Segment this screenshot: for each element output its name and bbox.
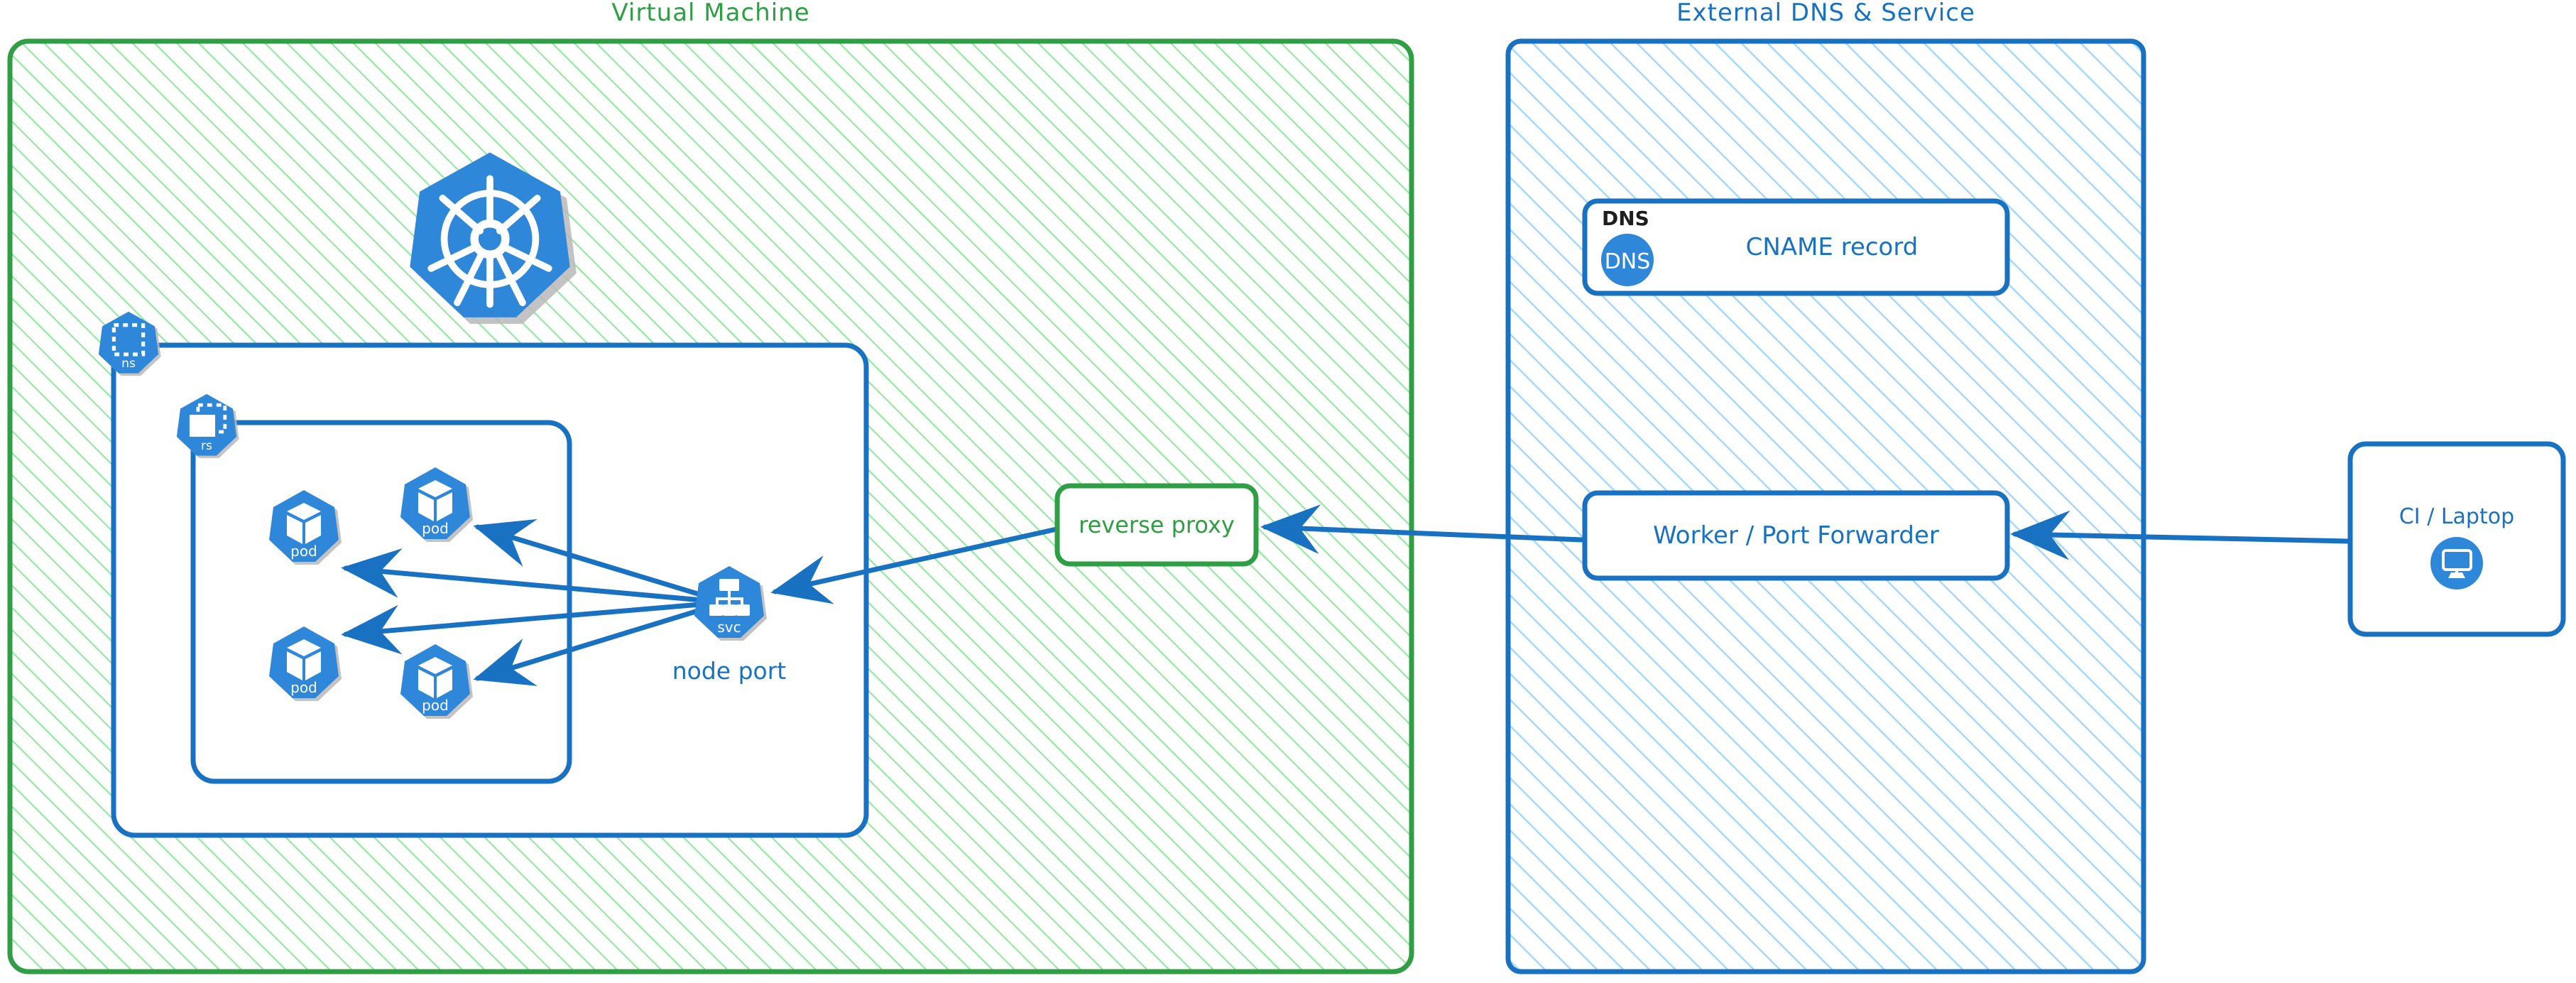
dns-record-box[interactable] bbox=[1582, 198, 2010, 296]
dns-record-node[interactable]: DNS bbox=[1582, 198, 2010, 296]
edge-reverse-proxy-to-service bbox=[770, 526, 1059, 604]
edge-line-proxy-service bbox=[770, 526, 1059, 604]
kubernetes-logo-hexagon bbox=[410, 152, 570, 317]
reverse-proxy-node[interactable] bbox=[1054, 483, 1259, 567]
kubernetes-pod-icon bbox=[287, 639, 321, 680]
desktop-monitor-glyph bbox=[2442, 549, 2472, 578]
edge-client-to-worker bbox=[2010, 510, 2353, 560]
pod-hexagon bbox=[269, 626, 339, 698]
pod-label: pod bbox=[290, 679, 317, 696]
edge-service-to-pod-1 bbox=[341, 548, 728, 605]
worker-node[interactable] bbox=[1582, 490, 2010, 581]
replicaset-box bbox=[190, 420, 572, 784]
pod-node-1: pod bbox=[269, 490, 339, 562]
replicaset-node: rs bbox=[176, 393, 237, 456]
pod-label: pod bbox=[290, 543, 317, 560]
pod-node-2: pod bbox=[400, 467, 470, 539]
namespace-label: ns bbox=[121, 357, 136, 371]
service-caption: node port bbox=[672, 657, 787, 685]
pod-hexagon bbox=[400, 644, 470, 716]
replicaset-box-group bbox=[190, 420, 572, 784]
dns-badge-label: DNS bbox=[1602, 207, 1649, 230]
virtual-machine-title: Virtual Machine bbox=[611, 0, 810, 27]
reverse-proxy-label[interactable]: reverse proxy bbox=[1079, 511, 1235, 538]
pod-hexagon bbox=[269, 490, 339, 562]
client-label[interactable]: CI / Laptop bbox=[2398, 504, 2515, 529]
kubernetes-service-icon bbox=[709, 579, 750, 616]
worker-label[interactable]: Worker / Port Forwarder bbox=[1653, 521, 1939, 550]
edge-service-to-pod-3 bbox=[341, 599, 728, 655]
external-dns-service-title: External DNS & Service bbox=[1676, 0, 1975, 27]
reverse-proxy-box[interactable] bbox=[1054, 483, 1259, 567]
pod-node-4: pod bbox=[400, 644, 470, 716]
pod-node-3: pod bbox=[269, 626, 339, 698]
replicaset-label: rs bbox=[201, 439, 212, 453]
edge-line-worker-proxy bbox=[1260, 504, 1585, 555]
kubernetes-logo-icon bbox=[427, 175, 552, 308]
pod-hexagon bbox=[400, 467, 470, 539]
dns-circle-icon-text: DNS bbox=[1605, 249, 1651, 274]
edges-service-to-pods bbox=[341, 518, 728, 686]
dns-record-label[interactable]: CNAME record bbox=[1745, 233, 1919, 261]
edge-line-client-worker bbox=[2010, 510, 2353, 560]
kubernetes-pod-icon bbox=[418, 657, 452, 698]
kubernetes-pod-icon bbox=[287, 503, 321, 544]
kubernetes-logo-node bbox=[410, 152, 570, 317]
pod-label: pod bbox=[422, 520, 449, 537]
kubernetes-pod-icon bbox=[418, 480, 452, 521]
pod-label: pod bbox=[422, 697, 449, 714]
edge-service-to-pod-4 bbox=[473, 599, 728, 686]
client-node[interactable] bbox=[2347, 441, 2566, 637]
worker-box[interactable] bbox=[1582, 490, 2010, 581]
kubernetes-replicaset-icon bbox=[189, 403, 227, 437]
namespace-node: ns bbox=[98, 311, 159, 374]
dns-circle-icon bbox=[1601, 234, 1654, 286]
service-label: svc bbox=[717, 619, 741, 636]
edge-service-to-pod-2 bbox=[473, 518, 728, 605]
desktop-monitor-icon bbox=[2430, 537, 2483, 590]
kubernetes-namespace-icon bbox=[111, 323, 146, 357]
edge-worker-to-reverse-proxy bbox=[1260, 504, 1585, 555]
service-node: svc bbox=[694, 566, 764, 638]
